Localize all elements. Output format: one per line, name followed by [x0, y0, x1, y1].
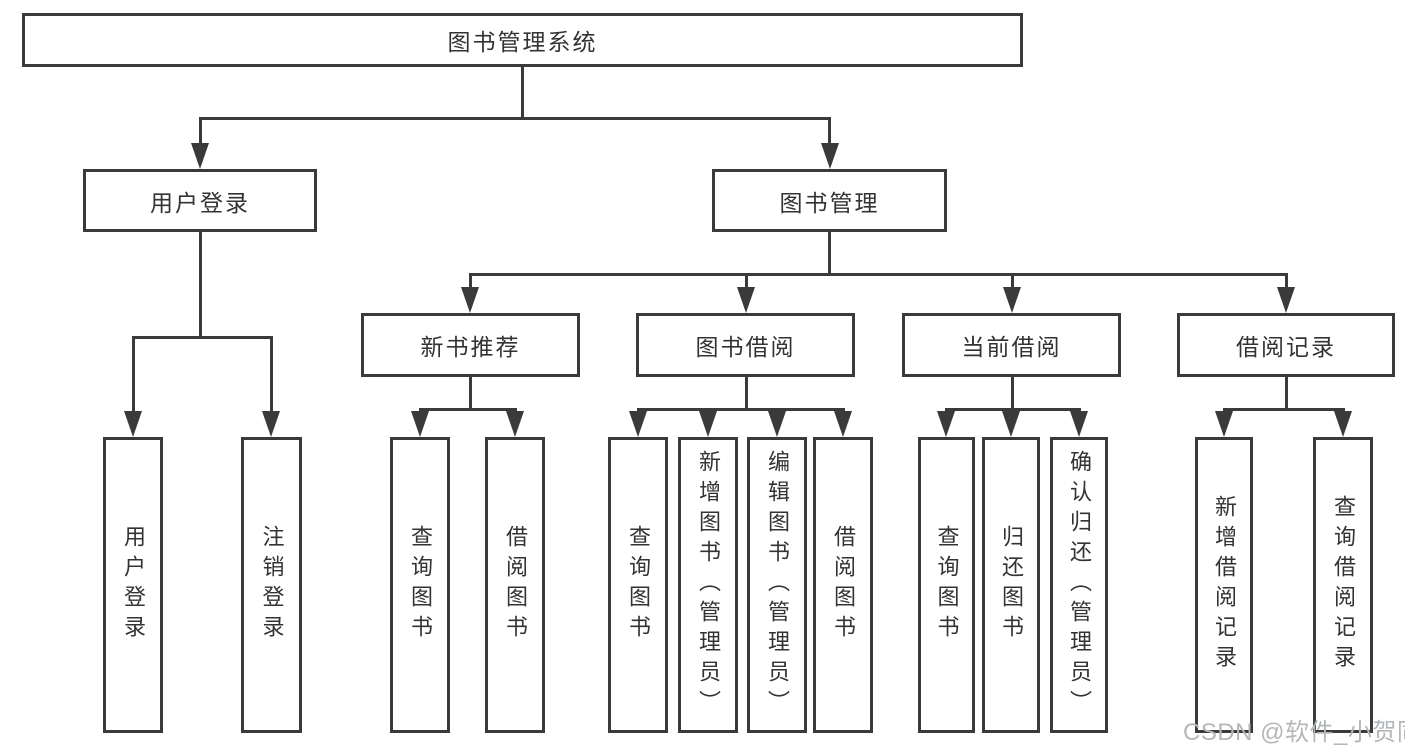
connector-line [828, 117, 831, 146]
connector-line [636, 408, 845, 411]
leaf-query-books-current: 查询图书 [918, 437, 975, 733]
connector-line [1341, 408, 1345, 413]
connector-line [131, 336, 273, 339]
connector-line [1222, 408, 1226, 413]
leaf-add-books-admin: 新增图书（管理员） [678, 437, 738, 733]
arrow-down-icon [629, 411, 647, 437]
arrow-down-icon [768, 411, 786, 437]
connector-line [198, 117, 202, 146]
leaf-borrow-books-recommend: 借阅图书 [485, 437, 545, 733]
arrow-down-icon [699, 411, 717, 437]
connector-line [828, 232, 831, 276]
connector-line [775, 408, 779, 413]
arrow-down-icon [820, 143, 839, 169]
connector-line [468, 273, 1288, 276]
connector-line [744, 377, 748, 411]
connector-line [468, 377, 472, 411]
node-new-book-recommendation: 新书推荐 [361, 313, 580, 377]
arrow-down-icon [191, 143, 209, 169]
connector-line [841, 408, 845, 413]
arrow-down-icon [461, 287, 479, 313]
arrow-down-icon [937, 411, 955, 437]
connector-line [198, 117, 831, 120]
connector-line [706, 408, 710, 413]
leaf-borrow-books: 借阅图书 [813, 437, 873, 733]
node-book-management-system: 图书管理系统 [22, 13, 1023, 67]
connector-line [1222, 408, 1345, 411]
watermark: CSDN @软件_小贺同学 [1183, 719, 1405, 746]
arrow-down-icon [124, 411, 142, 437]
connector-line [1284, 377, 1288, 411]
connector-line [131, 336, 135, 413]
arrow-down-icon [262, 411, 280, 437]
leaf-query-books-borrow: 查询图书 [608, 437, 668, 733]
connector-line [513, 408, 517, 413]
node-current-borrowing: 当前借阅 [902, 313, 1121, 377]
leaf-edit-books-admin: 编辑图书（管理员） [747, 437, 807, 733]
arrow-down-icon [506, 411, 524, 437]
connector-line [1009, 408, 1013, 413]
node-user-login: 用户登录 [83, 169, 317, 232]
leaf-user-login: 用户登录 [103, 437, 163, 733]
connector-line [198, 232, 202, 339]
leaf-query-borrow-record: 查询借阅记录 [1313, 437, 1373, 733]
connector-line [468, 273, 472, 289]
leaf-logout: 注销登录 [241, 437, 302, 733]
arrow-down-icon [1334, 411, 1352, 437]
connector-line [1010, 377, 1014, 411]
connector-line [944, 408, 1081, 411]
node-borrowing-records: 借阅记录 [1177, 313, 1395, 377]
arrow-down-icon [1070, 411, 1088, 437]
leaf-confirm-return-admin: 确认归还（管理员） [1050, 437, 1108, 733]
node-book-borrowing: 图书借阅 [636, 313, 855, 377]
connector-line [1077, 408, 1081, 413]
arrow-down-icon [1003, 287, 1021, 313]
connector-line [1284, 273, 1288, 289]
arrow-down-icon [1277, 287, 1295, 313]
connector-line [418, 408, 517, 411]
arrow-down-icon [737, 287, 755, 313]
connector-line [944, 408, 948, 413]
connector-line [744, 273, 748, 289]
connector-line [1010, 273, 1014, 289]
leaf-add-borrow-record: 新增借阅记录 [1195, 437, 1253, 733]
arrow-down-icon [834, 411, 852, 437]
arrow-down-icon [1002, 411, 1020, 437]
arrow-down-icon [1215, 411, 1233, 437]
arrow-down-icon [411, 411, 429, 437]
connector-line [520, 66, 524, 120]
leaf-return-books: 归还图书 [982, 437, 1040, 733]
node-book-management: 图书管理 [712, 169, 947, 232]
leaf-query-books-recommend: 查询图书 [390, 437, 450, 733]
connector-line [636, 408, 640, 413]
connector-line [269, 336, 273, 413]
connector-line [418, 408, 422, 413]
